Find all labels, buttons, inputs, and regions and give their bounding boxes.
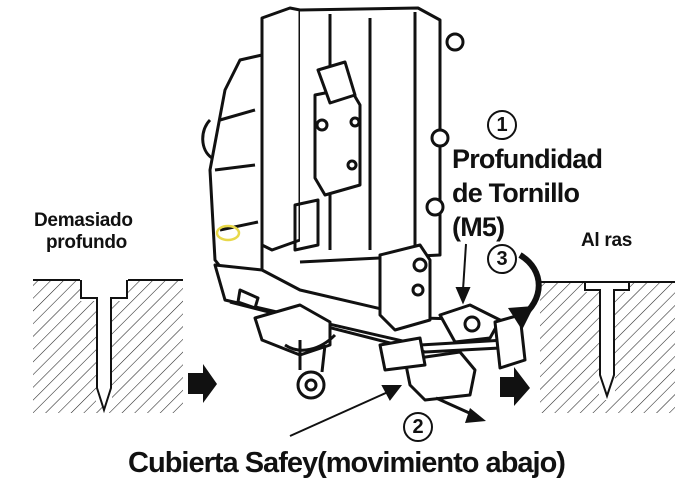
wood-block-too-deep — [33, 279, 183, 414]
label-too-deep: Demasiado profundo — [34, 210, 133, 254]
label-too-deep-line2: profundo — [46, 232, 127, 253]
step-1-marker: 1 — [487, 110, 517, 140]
label-screw-depth: Profundidad de Tornillo (M5) — [452, 142, 603, 244]
nail-flush-icon — [584, 281, 630, 400]
caption-safety-cover: Cubierta Safey(movimiento abajo) — [128, 447, 566, 479]
label-depth-line3: (M5) — [452, 212, 505, 242]
rotation-arrow-icon — [508, 252, 542, 330]
step-3-marker: 3 — [487, 244, 517, 274]
wood-block-flush — [540, 281, 675, 413]
arrow-right-icon — [188, 364, 217, 403]
nailer-tool-illustration — [201, 6, 527, 402]
push-down-arrow-icon — [435, 396, 486, 423]
label-flush: Al ras — [581, 230, 633, 251]
nail-too-deep-icon — [80, 280, 128, 414]
label-too-deep-line1: Demasiado — [34, 210, 133, 231]
arrow-right-icon-2 — [500, 367, 530, 406]
step-2-marker: 2 — [403, 412, 433, 442]
callout-arrows — [289, 243, 471, 437]
label-depth-line2: de Tornillo — [452, 178, 580, 208]
label-depth-line1: Profundidad — [452, 144, 603, 174]
